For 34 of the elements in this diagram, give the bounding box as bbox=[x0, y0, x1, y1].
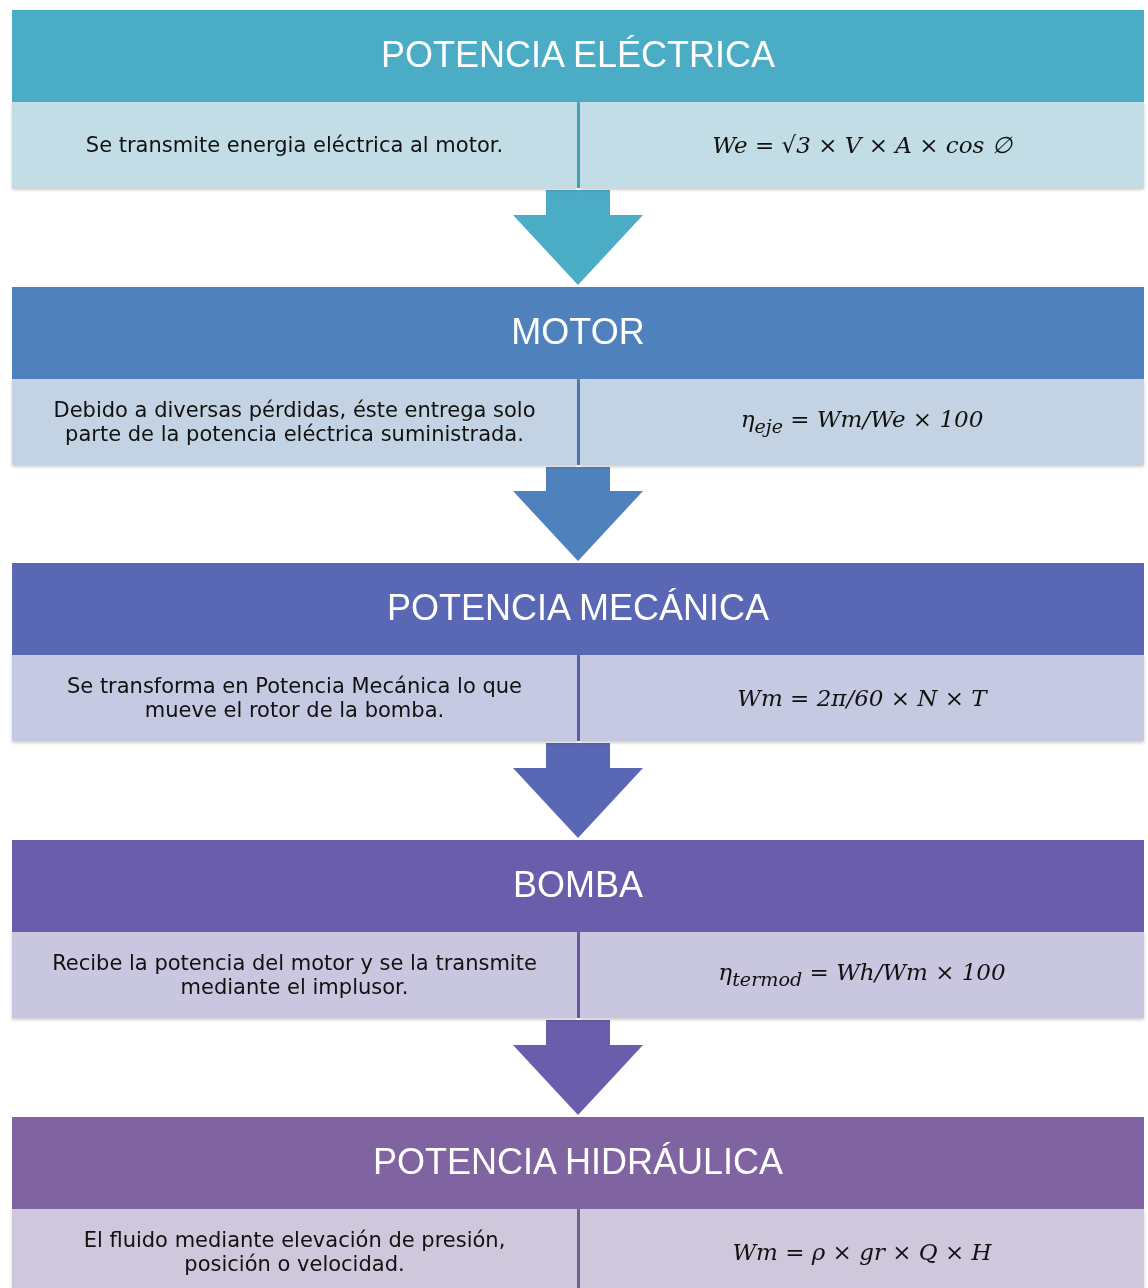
description-cell bbox=[12, 1209, 577, 1288]
stage-heading: POTENCIA MECÁNICA bbox=[385, 586, 771, 630]
description-cell bbox=[12, 655, 577, 741]
stage-panel bbox=[12, 287, 1144, 465]
block-arrow bbox=[513, 743, 643, 838]
formula: η$_{termod}$ = Wh/Wm × 100 bbox=[718, 959, 1006, 991]
formula-cell bbox=[580, 1209, 1144, 1288]
formula-cell bbox=[580, 102, 1144, 188]
description-text: El fluido mediante elevación de presión, posición o velocidad. bbox=[82, 1228, 507, 1276]
description-cell bbox=[12, 932, 577, 1018]
stage-panel bbox=[12, 563, 1144, 741]
description-text: Se transmite energia eléctrica al motor. bbox=[85, 133, 504, 157]
formula-cell bbox=[580, 932, 1144, 1018]
formula: We = √3 × V × A × cos ∅ bbox=[712, 132, 1012, 158]
block-arrow bbox=[513, 190, 643, 285]
stage-panel bbox=[12, 10, 1144, 188]
description-text: Recibe la potencia del motor y se la transmite mediante el implusor. bbox=[51, 951, 538, 999]
description-cell bbox=[12, 102, 577, 188]
description-text: Debido a diversas pérdidas, éste entrega solo parte de la potencia eléctrica suministrada. bbox=[52, 398, 537, 446]
stage-heading: MOTOR bbox=[510, 310, 646, 354]
stage-panel bbox=[12, 1117, 1144, 1288]
description-cell bbox=[12, 379, 577, 465]
block-arrow bbox=[513, 467, 643, 561]
formula: η$_{eje}$ = Wm/We × 100 bbox=[740, 406, 984, 438]
stage-heading: BOMBA bbox=[512, 863, 644, 907]
formula-cell bbox=[580, 379, 1144, 465]
formula: Wm = ρ × gr × Q × H bbox=[732, 1239, 992, 1265]
block-arrow bbox=[513, 1020, 643, 1115]
stage-heading: POTENCIA ELÉCTRICA bbox=[379, 33, 777, 77]
stage-panel bbox=[12, 840, 1144, 1018]
stage-heading: POTENCIA HIDRÁULICA bbox=[371, 1140, 785, 1184]
description-text: Se transforma en Potencia Mecánica lo que mueve el rotor de la bomba. bbox=[65, 674, 524, 722]
formula: Wm = 2π/60 × N × T bbox=[737, 685, 987, 711]
formula-cell bbox=[580, 655, 1144, 741]
